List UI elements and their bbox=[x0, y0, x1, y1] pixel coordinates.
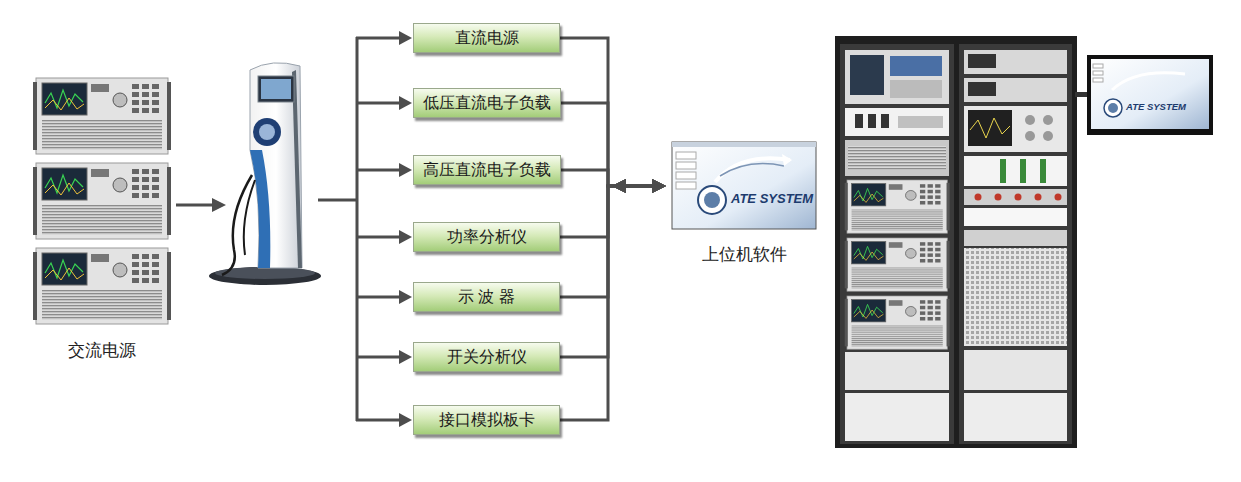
box-label: 低压直流电子负载 bbox=[423, 93, 551, 114]
process-box: 直流电源 bbox=[413, 23, 560, 53]
software-screenshot bbox=[672, 142, 816, 229]
arrow-gap bbox=[608, 186, 618, 187]
process-box: 功率分析仪 bbox=[413, 222, 560, 252]
arrow-head bbox=[612, 179, 626, 193]
connector-line bbox=[560, 186, 656, 420]
arrow-head bbox=[612, 179, 626, 193]
process-box: 接口模拟板卡 bbox=[413, 405, 560, 435]
box-label: 示 波 器 bbox=[458, 287, 515, 308]
arrow-head bbox=[652, 179, 666, 193]
process-box: 高压直流电子负载 bbox=[413, 155, 561, 185]
box-label: 接口模拟板卡 bbox=[439, 410, 535, 431]
box-label: 功率分析仪 bbox=[447, 227, 527, 248]
ac-source-picture bbox=[33, 78, 171, 324]
arrow-head bbox=[652, 179, 666, 193]
test-rack-picture bbox=[835, 36, 1213, 448]
arrow-head bbox=[612, 179, 626, 193]
screen-logo-text: ATE SYSTEM bbox=[1126, 101, 1186, 112]
charging-pile-picture bbox=[209, 63, 321, 285]
box-label: 直流电源 bbox=[455, 28, 519, 49]
connector-line bbox=[561, 103, 656, 186]
screen-logo-text: ATE SYSTEM bbox=[731, 191, 813, 206]
arrow-head bbox=[612, 179, 626, 193]
connector bbox=[561, 170, 666, 193]
branch-arrowheads bbox=[399, 31, 412, 427]
connector-line bbox=[560, 38, 656, 186]
connector-line bbox=[561, 170, 656, 186]
connector bbox=[560, 179, 666, 420]
arrow-head bbox=[612, 179, 626, 193]
process-box: 示 波 器 bbox=[413, 282, 560, 312]
connector bbox=[560, 179, 666, 237]
arrow-head bbox=[652, 179, 666, 193]
box-label: 高压直流电子负载 bbox=[423, 160, 551, 181]
arrow-head bbox=[652, 179, 666, 193]
process-box: 开关分析仪 bbox=[413, 342, 560, 372]
arrow-head bbox=[612, 179, 626, 193]
arrow-head bbox=[652, 179, 666, 193]
connector bbox=[560, 179, 666, 357]
box-label: 开关分析仪 bbox=[447, 347, 527, 368]
equipment-picture-box: 交流电源 bbox=[28, 60, 176, 362]
connector bbox=[561, 103, 666, 193]
connector bbox=[560, 179, 666, 297]
connector bbox=[560, 38, 666, 193]
flow-arrow bbox=[176, 198, 226, 212]
arrow-head bbox=[612, 179, 626, 193]
process-box: 低压直流电子负载 bbox=[413, 88, 561, 118]
arrow-head bbox=[652, 179, 666, 193]
arrow-head bbox=[652, 179, 666, 193]
branch-lines bbox=[318, 37, 402, 421]
picture-caption: 上位机软件 bbox=[699, 243, 790, 266]
picture-caption: 交流电源 bbox=[65, 339, 139, 362]
